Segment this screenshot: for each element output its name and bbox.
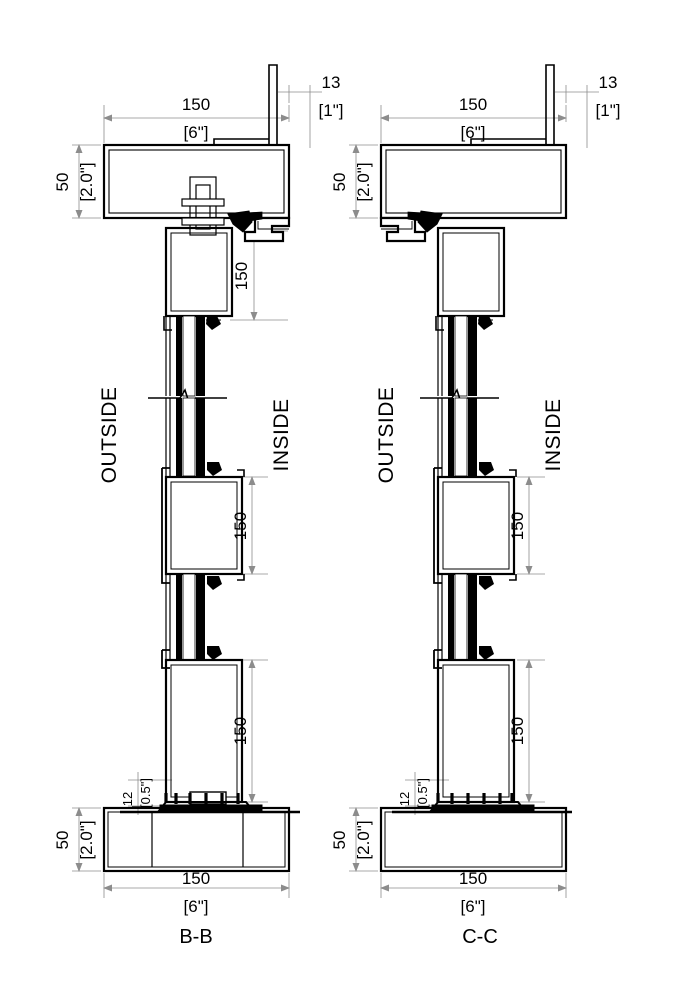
dim-head-height-value-bb: 50 bbox=[53, 173, 72, 192]
section-c-c: 150 [6"] 13 [1"] 50 [2.0"] 150 150 12 [0… bbox=[330, 64, 621, 948]
dim-transom-3-bb: 150 bbox=[231, 717, 250, 745]
dim-head-height-alt-bb: [2.0"] bbox=[77, 162, 96, 201]
dim-sill-width-value-cc: 150 bbox=[459, 869, 487, 888]
dim-fin-offset-alt-bb: [1"] bbox=[319, 101, 344, 120]
dim-sill-height-alt-cc: [2.0"] bbox=[354, 820, 373, 859]
glass-upper-cc bbox=[435, 315, 493, 397]
dim-sill-thickness-value-cc: 12 bbox=[397, 792, 412, 806]
glass-upper-bb bbox=[163, 315, 221, 397]
dimension-lines-cc bbox=[349, 85, 599, 898]
dim-sill-width-alt-cc: [6"] bbox=[461, 897, 486, 916]
dim-transom-1-cc: 150 bbox=[508, 512, 527, 540]
label-outside-bb: OUTSIDE bbox=[98, 387, 121, 484]
dim-sill-height-value-bb: 50 bbox=[53, 831, 72, 850]
sill-base-profile-bb bbox=[102, 806, 291, 873]
glass-mid-bb bbox=[165, 397, 222, 477]
dim-fin-offset-value-cc: 13 bbox=[599, 73, 618, 92]
dim-head-height-alt-cc: [2.0"] bbox=[354, 162, 373, 201]
dim-head-height-value-cc: 50 bbox=[330, 173, 349, 192]
dim-transom-2-bb: 150 bbox=[231, 512, 250, 540]
dim-sill-height-value-cc: 50 bbox=[330, 831, 349, 850]
dim-transom-2-cc: 150 bbox=[508, 717, 527, 745]
dim-sill-height-alt-bb: [2.0"] bbox=[77, 820, 96, 859]
glass-lower-mid-cc bbox=[437, 573, 494, 661]
dim-transom-1-bb: 150 bbox=[232, 262, 251, 290]
dim-head-width-alt-cc: [6"] bbox=[461, 123, 486, 142]
label-inside-cc: INSIDE bbox=[542, 398, 565, 471]
dim-head-width-value-cc: 150 bbox=[459, 95, 487, 114]
head-profile-cc bbox=[379, 64, 568, 243]
label-inside-bb: INSIDE bbox=[270, 398, 293, 471]
section-title-bb: B-B bbox=[179, 926, 212, 948]
dim-sill-width-value-bb: 150 bbox=[182, 869, 210, 888]
dim-sill-thickness-alt-bb: [0.5"] bbox=[138, 778, 153, 808]
sill-base-profile-cc bbox=[379, 806, 568, 873]
glass-lower-mid-bb bbox=[165, 573, 222, 661]
dim-sill-width-alt-bb: [6"] bbox=[184, 897, 209, 916]
dim-sill-thickness-alt-cc: [0.5"] bbox=[415, 778, 430, 808]
dim-fin-offset-alt-cc: [1"] bbox=[596, 101, 621, 120]
dim-head-width-value-bb: 150 bbox=[182, 95, 210, 114]
dim-sill-thickness-value-bb: 12 bbox=[120, 792, 135, 806]
glass-mid-cc bbox=[437, 397, 494, 477]
section-title-cc: C-C bbox=[462, 926, 498, 948]
section-b-b: 150 [6"] 13 [1"] 50 [2.0"] 150 150 150 1… bbox=[53, 64, 344, 948]
dim-head-width-alt-bb: [6"] bbox=[184, 123, 209, 142]
label-outside-cc: OUTSIDE bbox=[375, 387, 398, 484]
dim-fin-offset-value-bb: 13 bbox=[322, 73, 341, 92]
